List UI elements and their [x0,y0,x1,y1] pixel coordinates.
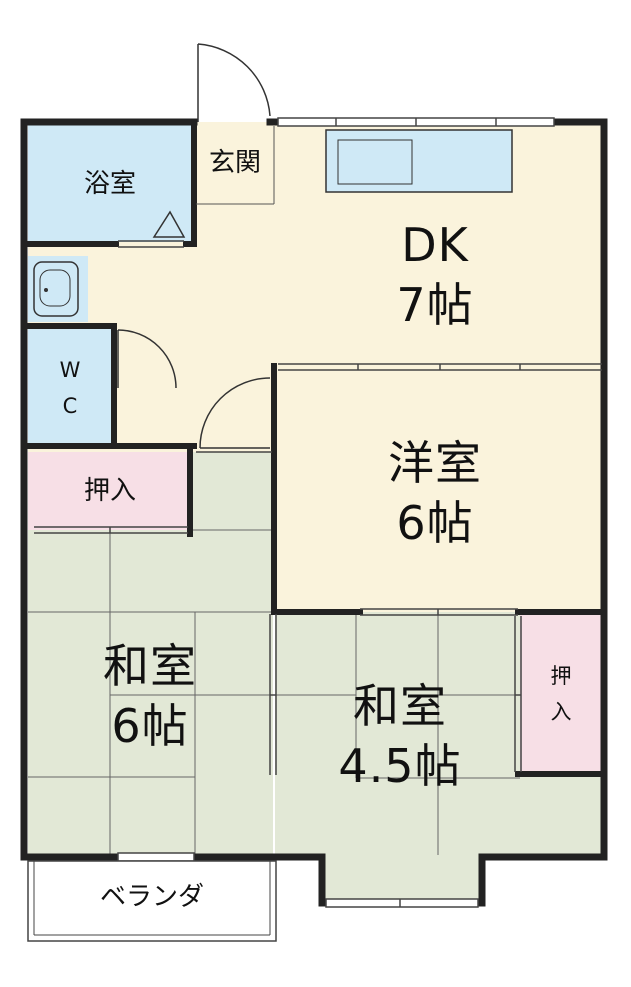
kitchen-counter [325,129,513,193]
japanese-room-right-name: 和室 [353,679,447,733]
bath-label: 浴室 [83,169,136,199]
tatami-lines [28,529,520,855]
entrance-floor [196,122,274,204]
bath-door-marker [152,210,186,238]
veranda [27,860,277,942]
dk-room-size: 7帖 [396,278,474,332]
western-room-size: 6帖 [396,496,474,550]
washbasin [33,261,79,317]
washbasin-drain [44,288,48,292]
kitchen-sink [337,139,413,185]
inner-walls [21,119,607,777]
bay-floor [322,855,482,903]
washbasin-bowl [39,269,71,307]
closet-left-label: 押入 [83,476,136,506]
veranda-label: ベランダ [99,882,204,912]
japanese-room-right-size: 4.5帖 [338,739,462,793]
windows [117,117,555,908]
wc-floor [28,326,112,444]
dk-room-name: DK [401,218,469,272]
japanese-room-left-name: 和室 [103,639,197,693]
western-room-name: 洋室 [388,436,482,490]
washbasin-area [28,256,88,322]
wc-label-c: C [62,394,78,418]
bath-floor [28,122,194,242]
closet-right-label-2: 入 [550,700,572,724]
door-swings [117,43,271,449]
closet-left-floor [28,452,190,530]
western-room-floor [275,366,602,612]
wc-label-w: W [59,358,81,382]
closet-right-floor [520,614,602,774]
entrance-label: 玄関 [208,148,261,178]
closet-right-label-1: 押 [550,664,572,688]
japanese-room-left-size: 6帖 [111,699,189,753]
sliding-doors [34,240,602,775]
